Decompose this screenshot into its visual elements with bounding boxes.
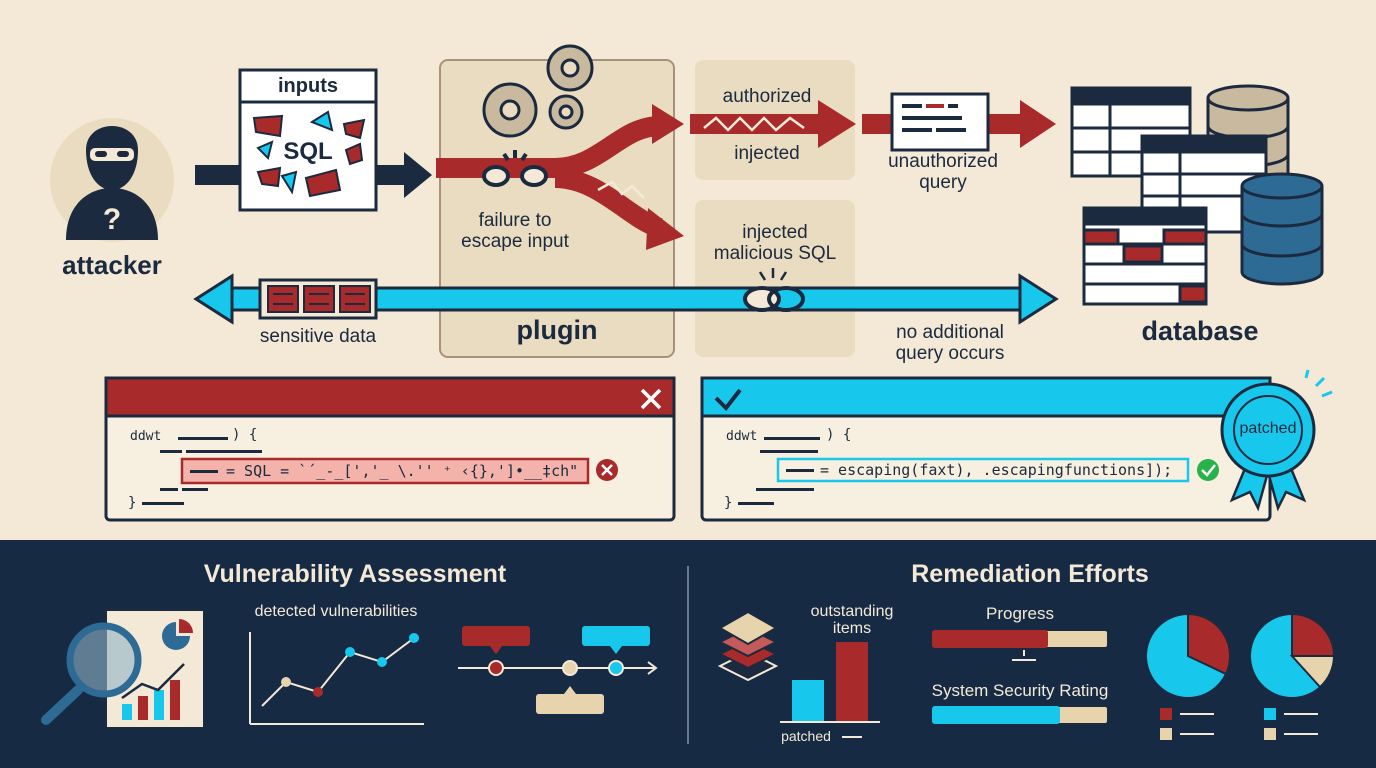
success-icon xyxy=(1197,459,1219,481)
no-additional-label: no additional query occurs xyxy=(895,322,1005,364)
database-stack-icon xyxy=(1070,84,1324,306)
inputs-label: inputs xyxy=(278,75,338,97)
check-icon xyxy=(714,388,742,412)
hooded-attacker-icon: ? xyxy=(50,118,174,242)
database-label: database xyxy=(1141,316,1259,346)
pie-legend xyxy=(1160,708,1318,740)
detected-vulnerabilities-label: detected vulnerabilities xyxy=(254,603,418,620)
failure-label: failure to escape input xyxy=(461,210,569,252)
patched-code-line1: ddwt xyxy=(726,429,758,444)
close-icon xyxy=(640,388,662,410)
broken-chain-icon xyxy=(482,150,548,187)
vulnerable-code-line1-tail: ) { xyxy=(232,427,258,443)
attacker-label: attacker xyxy=(62,250,162,280)
query-document xyxy=(890,92,990,152)
patched-badge-label: patched xyxy=(1239,420,1297,437)
pie-chart-left xyxy=(1145,612,1231,699)
patched-code-window xyxy=(700,376,1272,522)
pie-chart-right xyxy=(1249,612,1336,699)
plugin-label: plugin xyxy=(516,315,598,345)
patched-code-line1-tail: ) { xyxy=(826,427,852,443)
layers-icon xyxy=(717,610,779,682)
gear-icon xyxy=(482,44,594,138)
patched-badge-icon xyxy=(1220,369,1333,512)
outstanding-items-label: outstanding items xyxy=(810,603,894,637)
security-rating-label: System Security Rating xyxy=(931,681,1109,700)
magnifier-report-icon xyxy=(41,609,205,729)
diagram-graphics: ? xyxy=(50,44,1333,522)
vulnerable-code-dash xyxy=(190,470,218,473)
patched-code-line5: } xyxy=(724,495,733,511)
injected-box xyxy=(695,200,855,357)
remediation-title: Remediation Efforts xyxy=(911,560,1149,588)
patched-code-line3: = escaping(faxt), .escapingfunctions]); xyxy=(820,461,1173,479)
authorized-label: authorized xyxy=(722,86,812,107)
bottom-panel: Vulnerability Assessment detected vulner… xyxy=(0,540,1376,768)
patched-axis-label: patched xyxy=(781,728,831,744)
unauthorized-query-label: unauthorized query xyxy=(888,151,998,193)
sensitive-data-label: sensitive data xyxy=(259,326,377,347)
assessment-title: Vulnerability Assessment xyxy=(203,560,507,588)
vulnerable-code-line3: = SQL = `´_-_[','_ \.'' ⁺ ‹{},']•__‡ch" xyxy=(226,462,579,480)
detected-vulnerabilities-chart xyxy=(249,632,424,725)
red-flow-arrows xyxy=(436,100,1056,250)
vulnerable-code-line1: ddwt xyxy=(130,429,162,444)
progress-label: Progress xyxy=(985,604,1055,623)
inputs-window xyxy=(238,68,378,212)
svg-text:?: ? xyxy=(103,203,121,236)
injected-label: injected xyxy=(734,143,800,164)
security-rating-bar xyxy=(931,705,1109,725)
progress-bar xyxy=(931,629,1109,661)
sql-label: SQL xyxy=(283,138,333,165)
patched-code-dash xyxy=(786,469,814,472)
vulnerable-code-window xyxy=(104,376,676,522)
sensitive-data-block xyxy=(258,278,378,320)
chain-link-icon xyxy=(743,268,805,312)
cyan-data-arrow xyxy=(193,273,1059,325)
arrow-to-inputs xyxy=(195,165,239,185)
timeline-graphic xyxy=(458,626,658,714)
vulnerable-code-line5: } xyxy=(128,495,137,511)
arrow-inputs-to-plugin xyxy=(376,152,432,198)
bottom-graphics xyxy=(41,566,1336,744)
outstanding-bar-chart xyxy=(780,642,880,738)
error-icon xyxy=(596,459,618,481)
injected-sql-label: injected malicious SQL xyxy=(713,222,837,264)
